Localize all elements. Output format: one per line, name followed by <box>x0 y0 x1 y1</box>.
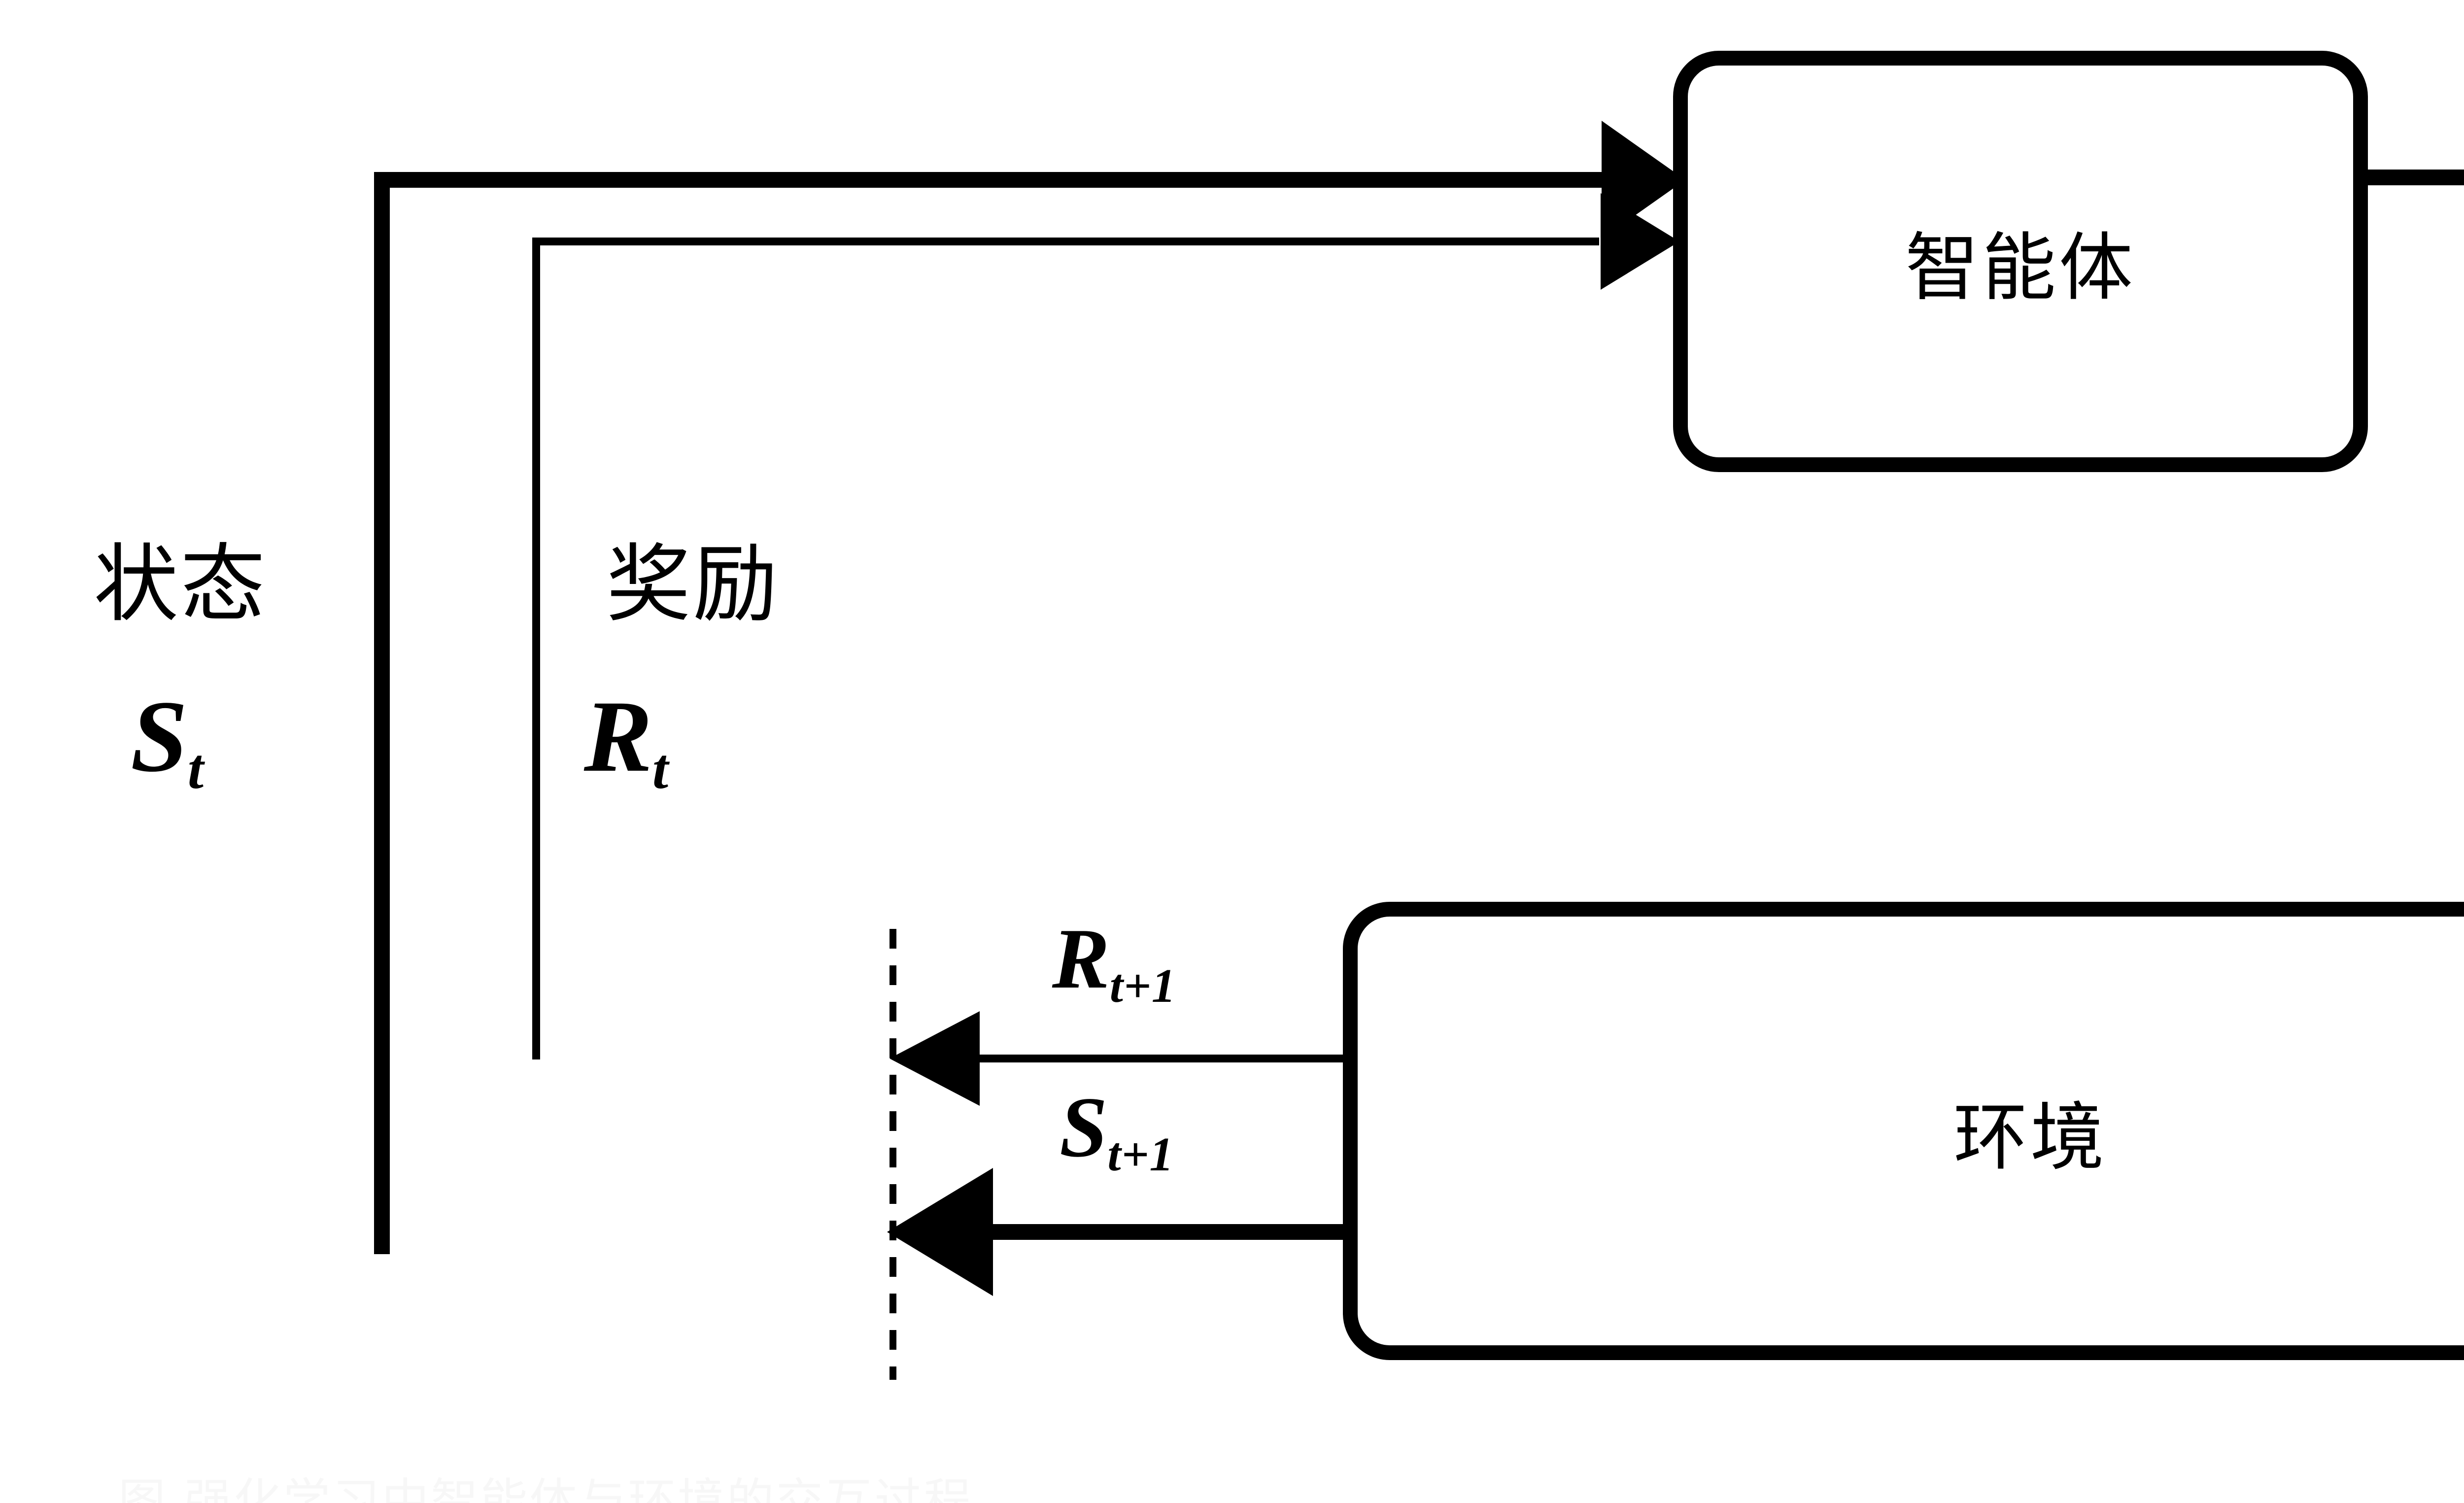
agent-box <box>1673 51 2368 472</box>
state-next-symbol: St+1 <box>1060 1084 1174 1179</box>
agent-box-label: 智能体 <box>1905 225 2136 311</box>
reward-emit-arrowhead <box>890 1011 980 1106</box>
reward-next-symbol-base: R <box>1052 911 1110 1006</box>
environment-box <box>1343 902 2464 1360</box>
state-symbol-subscript: t <box>187 737 205 801</box>
state-label-cn: 状态 <box>94 535 267 634</box>
reward-symbol: Rt <box>584 685 669 798</box>
reward-label-cn: 奖励 <box>606 535 780 634</box>
environment-box-label: 环境 <box>1953 1094 2107 1181</box>
state-emit-arrowhead <box>887 1168 993 1296</box>
state-symbol: St <box>131 685 204 798</box>
state-symbol-base: S <box>131 680 188 793</box>
reward-symbol-subscript: t <box>652 737 669 801</box>
reward-feedback-arrowhead <box>1601 193 1679 290</box>
reward-next-symbol: Rt+1 <box>1052 916 1176 1011</box>
reward-next-symbol-subscript: t+1 <box>1109 959 1176 1013</box>
figure-caption: 图 强化学习中智能体与环境的交互过程 <box>118 1473 973 1503</box>
reward-symbol-base: R <box>584 680 652 793</box>
state-feedback-line <box>374 172 1604 1254</box>
state-next-symbol-subscript: t+1 <box>1107 1128 1174 1182</box>
reward-feedback-line <box>532 238 1599 1059</box>
state-next-symbol-base: S <box>1060 1079 1108 1175</box>
